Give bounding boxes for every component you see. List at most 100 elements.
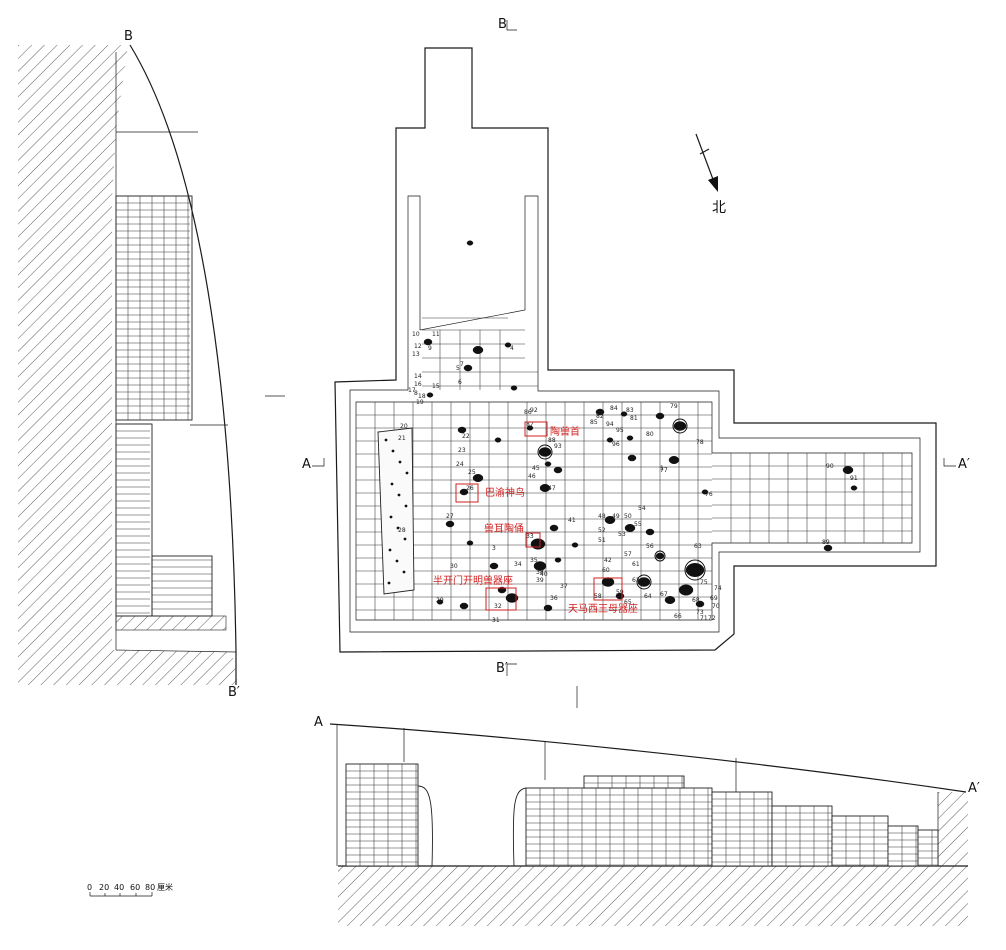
artifact-number: 66: [674, 613, 682, 620]
artifact-mark: [436, 599, 444, 605]
artifact-number: 10: [412, 331, 420, 338]
artifact-mark: [459, 488, 469, 496]
artifact-mark: [604, 516, 616, 524]
section-a-wall-block: [525, 787, 713, 867]
annotation-bayu-sacred-bird: 巴渝神鸟: [485, 486, 525, 499]
artifact-number: 18: [418, 393, 426, 400]
artifact-mark: [423, 338, 433, 346]
section-a-left-label: A: [314, 715, 323, 730]
artifact-number: 8: [414, 390, 418, 397]
artifact-mark: [645, 528, 655, 536]
plan-wall-outline: [349, 195, 921, 633]
artifact-mark: [554, 557, 562, 563]
artifact-number: 79: [670, 403, 678, 410]
redbox-heavenly-horse: [593, 577, 623, 601]
artifact-number: 91: [850, 475, 858, 482]
artifact-mark: [463, 364, 473, 372]
artifact-number: 87: [526, 421, 534, 428]
section-b-top-label: B: [124, 29, 133, 44]
artifact-number: 41: [568, 517, 576, 524]
section-a-surface-line: [329, 723, 967, 793]
artifact-number: 28: [398, 527, 406, 534]
artifact-number: 16: [414, 381, 422, 388]
artifact-number: 80: [646, 431, 654, 438]
artifact-mark: [685, 563, 705, 577]
plan-b-bottom-marker: [506, 663, 517, 676]
section-a-wall-block: [917, 829, 939, 867]
artifact-number: 35: [530, 557, 538, 564]
artifact-mark: [459, 602, 469, 610]
artifact-number: 12: [414, 343, 422, 350]
section-a-right-label: A′: [968, 781, 980, 796]
artifact-mark: [472, 346, 484, 354]
north-label: 北: [712, 200, 726, 216]
artifact-number: 81: [630, 415, 638, 422]
scale-tick-40: 40: [114, 883, 124, 892]
artifact-number: 57: [624, 551, 632, 558]
artifact-number: 33: [526, 533, 534, 540]
artifact-number: 83: [626, 407, 634, 414]
artifact-number: 36: [550, 595, 558, 602]
artifact-mark: [678, 584, 694, 596]
artifact-number: 50: [624, 513, 632, 520]
section-b-bottom-label: B′: [228, 685, 240, 700]
artifact-number: 53: [618, 531, 626, 538]
vessel-outline: [672, 418, 688, 434]
artifact-mark: [620, 411, 628, 417]
artifact-mark: [606, 437, 614, 443]
redbox-ceramic-beast-head: [524, 421, 548, 437]
coffin-dot: [389, 515, 393, 519]
section-b-lower-outline: [115, 423, 153, 617]
artifact-number: 74: [714, 585, 722, 592]
artifact-number: 55: [634, 521, 642, 528]
artifact-number: 60: [602, 567, 610, 574]
artifact-number: 88: [548, 437, 556, 444]
artifact-number: 76: [705, 491, 713, 498]
section-a-brick-walls: [345, 763, 939, 867]
artifact-number: 22: [462, 433, 470, 440]
artifact-mark: [457, 426, 467, 434]
artifact-number: 71: [700, 615, 708, 622]
artifact-number: 40: [540, 571, 548, 578]
artifact-number: 7: [460, 361, 464, 368]
artifact-mark: [637, 577, 651, 587]
scale-unit: 厘米: [157, 882, 173, 892]
artifact-number: 32: [494, 603, 502, 610]
vessel-outline: [636, 574, 652, 590]
coffin-dot: [395, 559, 399, 563]
north-arrow-icon: [695, 133, 718, 192]
scale-tick-80: 80: [145, 883, 155, 892]
section-b-wall-outline: [115, 195, 193, 421]
artifact-mark: [624, 524, 636, 532]
artifact-number: 52: [598, 527, 606, 534]
section-a-wall-block: [771, 805, 833, 867]
artifact-mark: [549, 524, 559, 532]
artifact-mark: [505, 593, 519, 603]
coffin-dot: [384, 438, 388, 442]
plan-b-top-marker: [506, 20, 517, 31]
artifact-number: 9: [428, 345, 432, 352]
artifact-number: 54: [638, 505, 646, 512]
artifact-number: 59: [616, 589, 624, 596]
artifact-mark: [571, 542, 579, 548]
artifact-number: 4: [510, 345, 514, 352]
annotation-beast-ear-figurine: 兽耳陶俑: [484, 522, 524, 535]
coffin-dot: [390, 482, 394, 486]
scale-tick-0: 0: [87, 883, 92, 892]
artifact-number: 84: [610, 405, 618, 412]
coffin-texture: [384, 438, 409, 585]
annotation-half-open-door: 半开门开明兽器座: [433, 574, 513, 587]
artifact-number: 78: [696, 439, 704, 446]
vessel-outline: [654, 550, 666, 562]
artifact-number: 15: [432, 383, 440, 390]
coffin-dot: [388, 548, 392, 552]
section-b-earth-left: [18, 45, 238, 685]
artifact-mark: [701, 489, 709, 495]
artifact-number: 69: [710, 595, 718, 602]
plan-a-left-label: A: [302, 457, 311, 472]
artifact-mark: [426, 392, 434, 398]
artifact-mark: [445, 520, 455, 528]
